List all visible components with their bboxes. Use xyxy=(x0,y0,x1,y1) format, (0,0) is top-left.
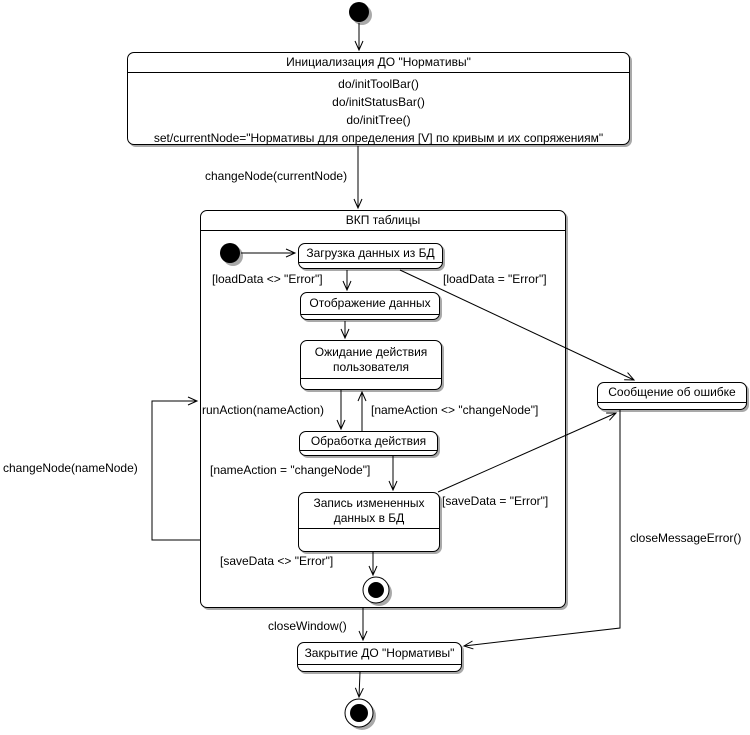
action-init-tree: do/initTree() xyxy=(346,113,411,127)
label-savedata-error: [saveData = "Error"] xyxy=(442,494,549,508)
state-vkp-title: ВКП таблицы xyxy=(345,213,421,227)
state-display-data: Отображение данных xyxy=(300,292,440,320)
label-savedata-not-error: [saveData <> "Error"] xyxy=(220,554,334,568)
label-loaddata-not-error: [loadData <> "Error"] xyxy=(212,272,323,286)
arrow-close-to-final xyxy=(354,671,364,699)
state-save-data: Запись измененных данных в БД xyxy=(298,492,440,552)
action-init-toolbar: do/initToolBar() xyxy=(338,77,419,91)
state-error-title: Сообщение об ошибке xyxy=(608,385,736,399)
state-error-message: Сообщение об ошибке xyxy=(597,382,747,410)
state-wait-user-action: Ожидание действия пользователя xyxy=(300,340,442,390)
state-load-data: Загрузка данных из БД xyxy=(298,243,443,269)
final-state-bottom-icon xyxy=(344,698,376,730)
label-changenode-namenode: changeNode(nameNode) xyxy=(3,461,138,475)
state-init-title: Инициализация ДО "Нормативы" xyxy=(286,55,471,69)
state-save-title: Запись измененных данных в БД xyxy=(313,495,425,525)
state-process-action: Обработка действия xyxy=(299,431,438,456)
action-init-statusbar: do/initStatusBar() xyxy=(332,95,425,109)
state-init-actions: do/initToolBar() do/initStatusBar() do/i… xyxy=(128,72,629,147)
label-runaction: runAction(nameAction) xyxy=(202,403,325,417)
label-nameaction-changenode: [nameAction = "changeNode"] xyxy=(210,463,371,477)
label-closemessageerror: closeMessageError() xyxy=(630,531,742,545)
initial-state-top-icon xyxy=(349,2,372,25)
label-closewindow: closeWindow() xyxy=(268,619,347,633)
state-wait-title: Ожидание действия пользователя xyxy=(314,344,428,374)
label-loaddata-error: [loadData = "Error"] xyxy=(443,272,547,286)
state-process-title: Обработка действия xyxy=(310,433,427,448)
action-set-currentnode: set/currentNode="Нормативы для определен… xyxy=(153,131,604,145)
state-load-title: Загрузка данных из БД xyxy=(306,245,435,260)
arrow-vkp-self-changenode xyxy=(151,396,200,541)
label-nameaction-not-changenode: [nameAction <> "changeNode"] xyxy=(371,403,539,417)
state-close-title: Закрытие ДО "Нормативы" xyxy=(304,646,455,660)
label-changenode-currentnode: changeNode(currentNode) xyxy=(205,169,348,183)
state-close: Закрытие ДО "Нормативы" xyxy=(297,642,462,672)
state-vkp-body xyxy=(201,230,565,607)
state-init: Инициализация ДО "Нормативы" do/initTool… xyxy=(127,52,630,145)
state-display-title: Отображение данных xyxy=(309,296,431,310)
